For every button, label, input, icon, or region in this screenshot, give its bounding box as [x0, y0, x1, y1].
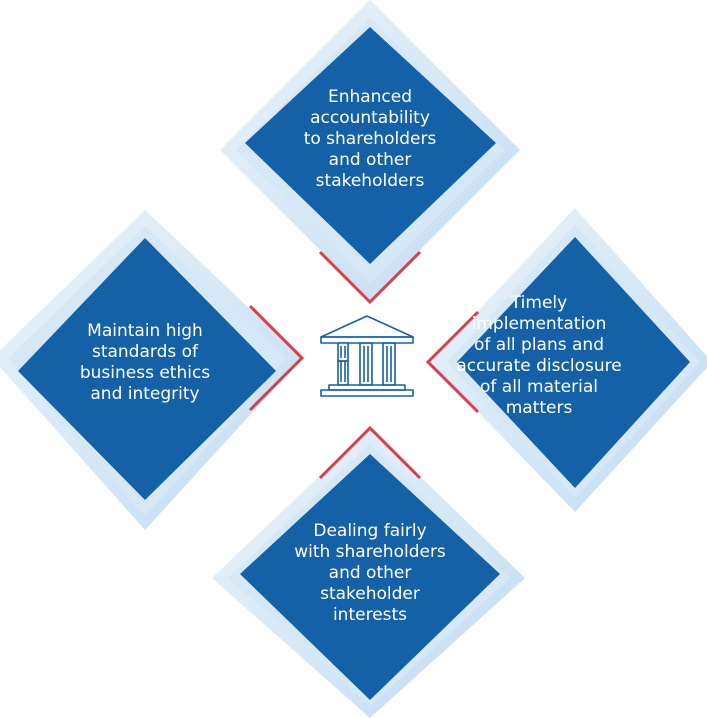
node-top-line-1: Enhanced [327, 87, 413, 107]
diamond-top [220, 0, 520, 305]
diamond-right [425, 208, 707, 512]
node-top-label: Enhanced accountability to shareholders … [290, 87, 450, 192]
node-right-line-2: implementation [471, 314, 607, 334]
node-bottom-line-5: interests [332, 605, 408, 625]
node-right-line-1: Timely [510, 293, 568, 313]
node-right-line-6: matters [505, 398, 573, 418]
institution-building-icon [320, 315, 414, 397]
node-right-label: Timely implementation of all plans and a… [444, 293, 634, 419]
node-left-line-3: business ethics [79, 363, 211, 383]
node-left-line-2: standards of [91, 342, 199, 362]
node-bottom-label: Dealing fairly with shareholders and oth… [290, 521, 450, 626]
node-left-line-4: and integrity [90, 384, 200, 404]
node-bottom-line-3: and other [328, 563, 412, 583]
node-bottom-line-4: stakeholder [320, 584, 420, 604]
node-top-line-4: and other [328, 150, 412, 170]
node-right-line-5: of all material [479, 377, 598, 397]
node-right-line-4: accurate disclosure [456, 356, 622, 376]
diamond-left [0, 210, 305, 530]
diamond-bottom [212, 425, 525, 718]
node-top-line-2: accountability [310, 108, 430, 128]
node-left-label: Maintain high standards of business ethi… [60, 321, 230, 405]
node-top-line-5: stakeholders [315, 171, 425, 191]
node-right-line-3: of all plans and [473, 335, 604, 355]
node-bottom-line-2: with shareholders [294, 542, 446, 562]
node-top-line-3: to shareholders [303, 129, 437, 149]
node-left-line-1: Maintain high [87, 321, 203, 341]
node-bottom-line-1: Dealing fairly [313, 521, 427, 541]
